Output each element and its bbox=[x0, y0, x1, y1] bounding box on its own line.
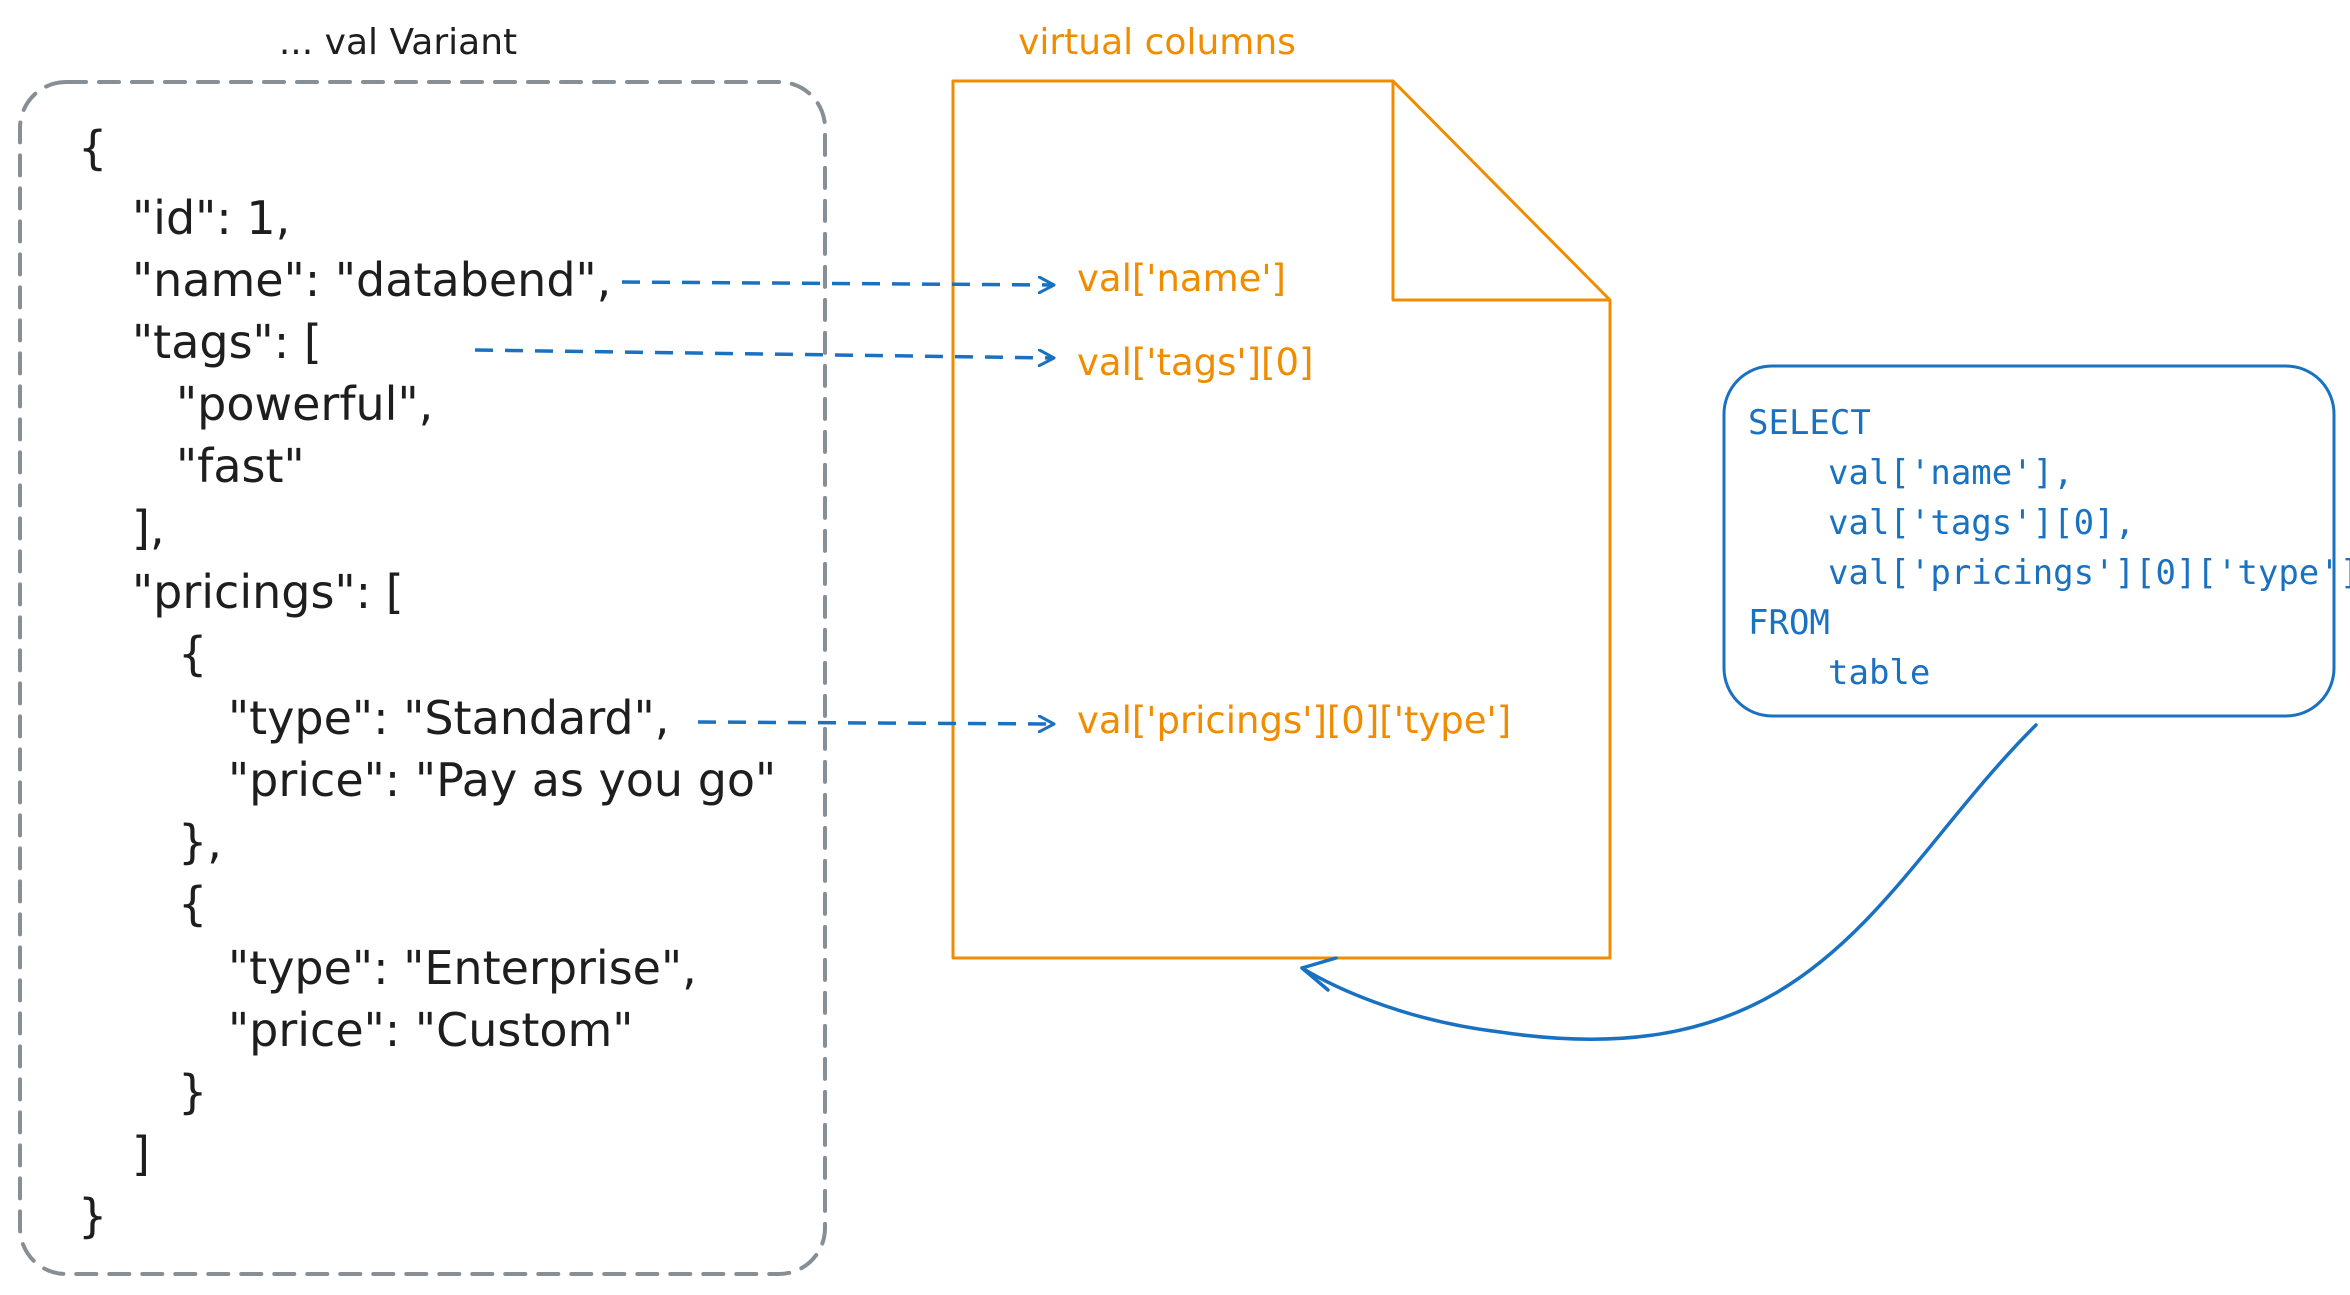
json-line: "powerful", bbox=[176, 377, 433, 431]
virtual-columns-title: virtual columns bbox=[1018, 22, 1296, 63]
query-arrow-head bbox=[1300, 956, 1338, 992]
json-lines: { "id": 1, "name": "databend", "tags": [… bbox=[78, 121, 776, 1243]
json-line: } bbox=[78, 1189, 107, 1243]
virtual-column-name: val['name'] bbox=[1077, 257, 1286, 300]
json-line: "fast" bbox=[176, 439, 305, 493]
virtual-column-pricings-type: val['pricings'][0]['type'] bbox=[1077, 699, 1511, 742]
json-line: "type": "Enterprise", bbox=[228, 941, 697, 995]
document-fold-corner bbox=[1391, 81, 1610, 302]
json-line: { bbox=[178, 627, 207, 681]
json-line: "tags": [ bbox=[132, 315, 322, 369]
sql-query-group: SELECT val['name'], val['tags'][0], val[… bbox=[1722, 364, 2350, 718]
sql-line: val['tags'][0], bbox=[1828, 503, 2135, 543]
query-arrow bbox=[1300, 723, 2038, 1041]
virtual-column-tags: val['tags'][0] bbox=[1077, 341, 1313, 384]
virtual-columns-group: virtual columns val['name'] val['tags'][… bbox=[951, 22, 1612, 960]
json-box-title: ... val Variant bbox=[279, 22, 517, 63]
sql-line: FROM bbox=[1748, 603, 1830, 643]
json-line: "type": "Standard", bbox=[228, 691, 669, 745]
json-line: "price": "Pay as you go" bbox=[228, 753, 776, 807]
sql-query-box bbox=[1722, 364, 2336, 718]
json-line: } bbox=[178, 1065, 207, 1119]
json-variant-box bbox=[18, 80, 827, 1276]
json-line: ] bbox=[132, 1127, 150, 1181]
json-line: { bbox=[78, 121, 107, 175]
json-line: { bbox=[178, 877, 207, 931]
json-line: "name": "databend", bbox=[132, 253, 611, 307]
json-line: ], bbox=[132, 501, 165, 555]
query-arrow-group bbox=[1300, 723, 2038, 1041]
json-line: "pricings": [ bbox=[132, 565, 404, 619]
json-line: "id": 1, bbox=[132, 191, 290, 245]
json-line: "price": "Custom" bbox=[228, 1003, 633, 1057]
mapping-arrows bbox=[474, 282, 1054, 724]
virtual-columns-document-icon bbox=[951, 79, 1612, 960]
json-variant-group: ... val Variant { "id": 1, "name": "data… bbox=[18, 22, 827, 1276]
arrow-name bbox=[621, 282, 1054, 285]
sql-line: val['pricings'][0]['type'] bbox=[1828, 553, 2350, 593]
sql-line: SELECT bbox=[1748, 403, 1871, 443]
arrow-pricings-type bbox=[697, 722, 1054, 724]
sql-line: val['name'], bbox=[1828, 453, 2074, 493]
arrow-tags bbox=[474, 348, 1054, 358]
sql-line: table bbox=[1828, 653, 1930, 693]
json-line: }, bbox=[178, 815, 222, 869]
